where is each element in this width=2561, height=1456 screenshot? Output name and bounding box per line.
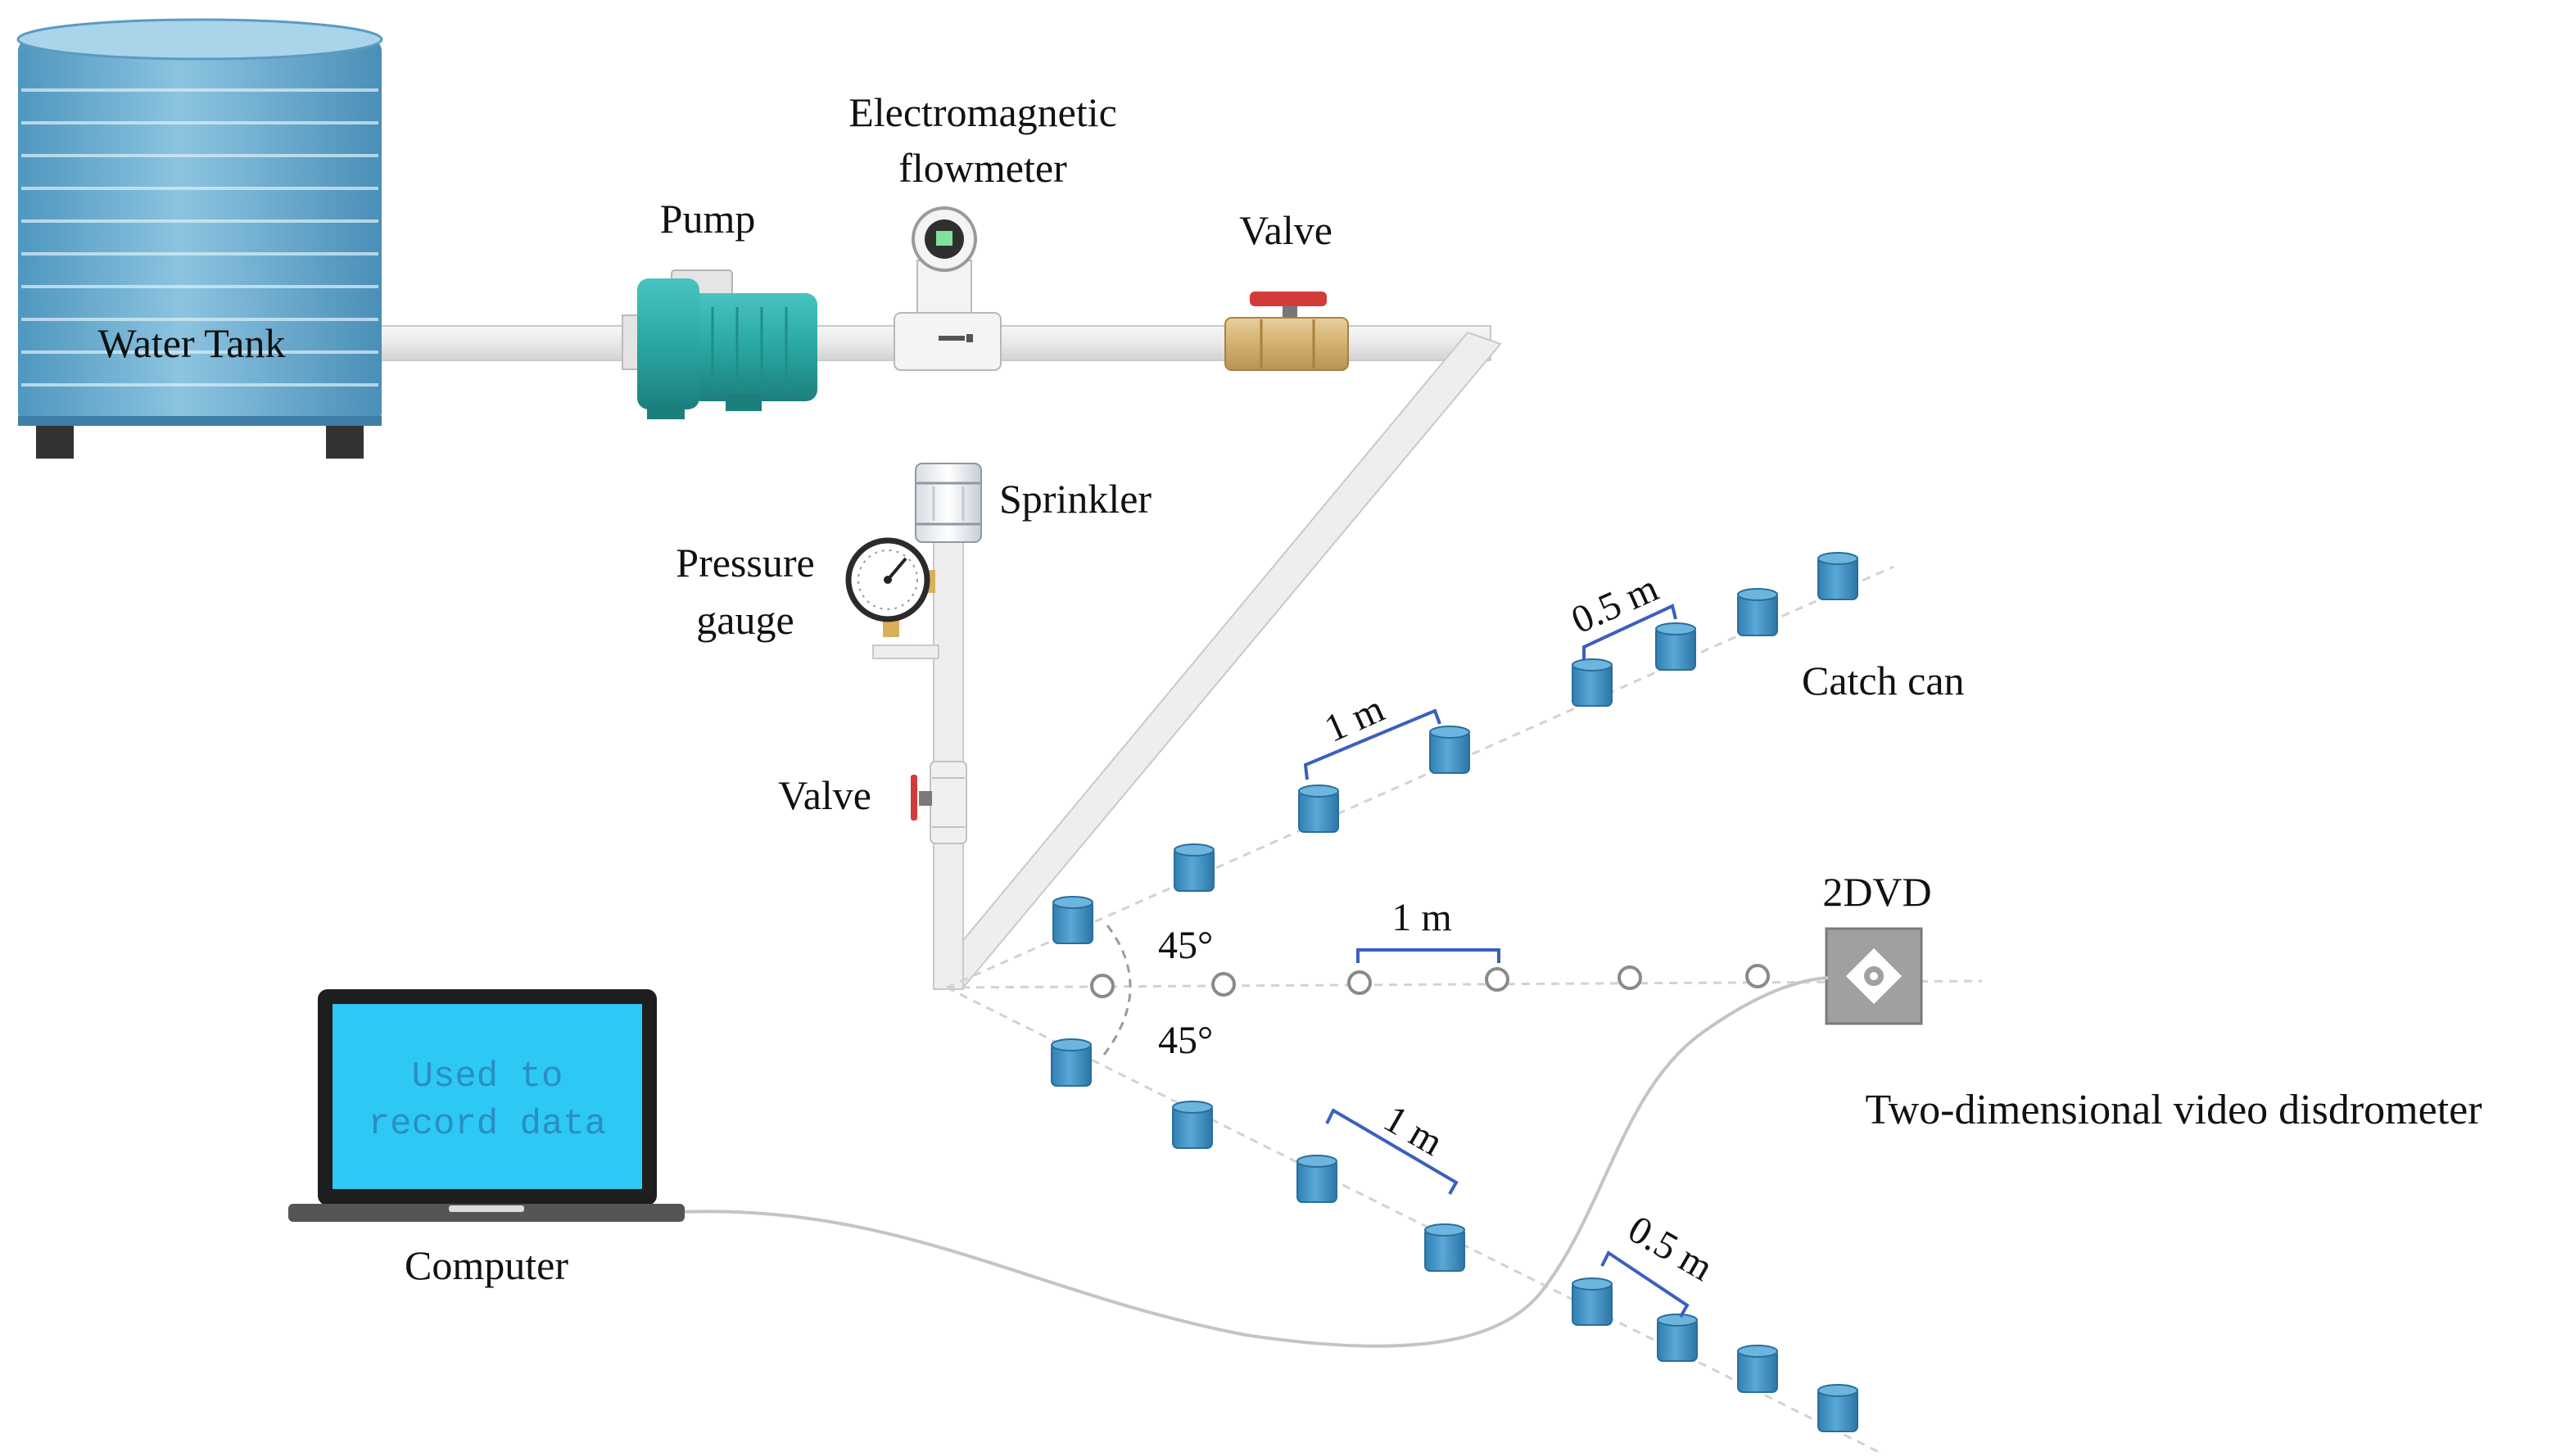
catch-can [1657,1314,1698,1362]
side-valve [911,761,967,844]
water-tank [16,18,383,459]
catch-can [1424,1223,1465,1272]
label-catch-can: Catch can [1802,658,1965,703]
flowmeter-body [894,312,1002,371]
tank-body [18,39,382,424]
label-2dvd: 2DVD [1822,869,1931,915]
sprinkler [915,463,982,543]
measure-point [1618,965,1642,990]
gauge-needle [886,557,907,581]
data-cable [679,976,1829,1348]
label-dist-1m-middle: 1 m [1391,896,1451,939]
label-pump: Pump [660,196,756,242]
catch-can [1817,1384,1858,1432]
layout-guide-lines [946,565,1983,1456]
label-dist-1m-upper: 1 m [1318,687,1391,751]
measure-point [1090,974,1115,998]
gauge-branch-pipe [872,644,939,659]
side-valve-handle [911,775,917,821]
angle-arc [1102,925,1132,1056]
tank-lid [16,18,383,61]
catch-cans [1051,552,1858,1432]
catch-can [1572,1277,1613,1326]
distance-brackets [1303,604,1690,1318]
label-sprinkler: Sprinkler [999,476,1152,522]
pump-motor [690,293,817,401]
catch-can [1655,622,1696,671]
label-angle-lower: 45° [1158,1019,1213,1062]
laptop-base [288,1204,685,1222]
bracket-05m-lower [1600,1250,1690,1318]
pump-head [637,278,699,409]
label-angle-upper: 45° [1158,924,1213,967]
catch-can [1172,1101,1213,1149]
catch-can [1298,785,1339,833]
label-computer: Computer [405,1242,568,1288]
bracket-05m-upper [1582,604,1677,660]
top-valve [1224,292,1349,371]
top-valve-handle [1250,292,1327,306]
catch-can [1572,658,1613,707]
catch-can [1174,843,1215,892]
label-dist-1m-lower: 1 m [1377,1097,1450,1164]
catch-can [1051,1038,1092,1087]
label-water-tank: Water Tank [98,320,286,366]
label-pressure: Pressure [676,540,814,586]
pump [622,269,817,419]
measure-point [1745,964,1770,988]
bracket-1m-lower [1325,1108,1459,1195]
pipe-network [376,325,1502,990]
measure-point [1211,972,1236,997]
laptop-screen [333,1004,642,1189]
two-dvd-instrument [1825,927,1923,1025]
label-electromagnetic: Electromagnetic [848,89,1117,135]
measure-point [1485,967,1509,992]
bracket-1m-upper [1303,708,1441,780]
middle-line-points [1090,964,1770,998]
tank-bands [21,88,378,387]
catch-can [1737,1345,1778,1393]
label-disdrometer: Two-dimensional video disdrometer [1865,1087,2482,1133]
label-gauge: gauge [696,597,794,643]
label-dist-05m-lower: 0.5 m [1621,1207,1720,1290]
catch-can [1429,726,1470,774]
label-valve-top: Valve [1239,207,1333,253]
diagonal-pipe [939,331,1502,989]
catch-can [1817,552,1858,600]
catch-can [1052,896,1093,944]
screen-text-line1: Used to [412,1056,563,1097]
label-valve-side: Valve [778,772,871,818]
pressure-gauge [845,537,935,637]
catch-can [1737,588,1778,636]
electromagnetic-flowmeter [894,206,1002,371]
label-flowmeter: flowmeter [898,145,1067,191]
bracket-1m-middle [1356,948,1500,963]
measure-point [1347,970,1372,995]
top-valve-body [1224,317,1349,371]
screen-text-line2: record data [369,1104,606,1145]
computer: Used to record data [288,989,685,1222]
catch-can [1296,1155,1337,1203]
